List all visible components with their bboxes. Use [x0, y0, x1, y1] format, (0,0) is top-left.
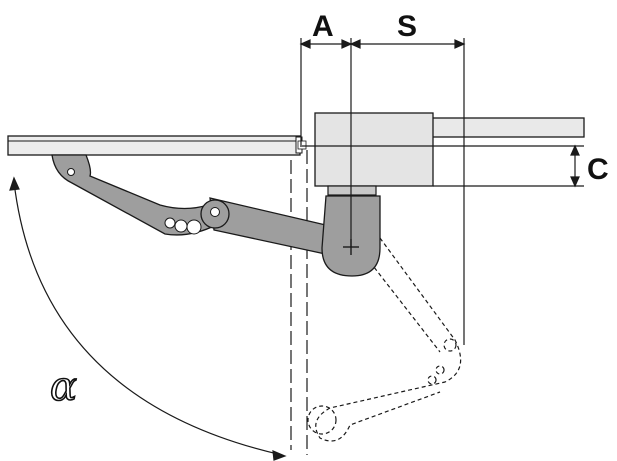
dimension-a-label: A [312, 10, 334, 43]
opening-angle-label: α [50, 364, 77, 410]
wall-rail [427, 117, 585, 138]
dimension-s-label: S [397, 10, 417, 43]
dimension-c [570, 144, 580, 188]
opening-angle-arc [9, 176, 287, 461]
dimension-s [349, 39, 466, 49]
dimension-c-label: C [587, 153, 609, 186]
reference-lines [300, 38, 584, 345]
hinge-axis-lines [290, 150, 308, 455]
motor-housing [314, 112, 434, 187]
dimension-a [299, 39, 353, 49]
gate-leaf [7, 135, 307, 156]
arm-open-position [307, 237, 462, 442]
